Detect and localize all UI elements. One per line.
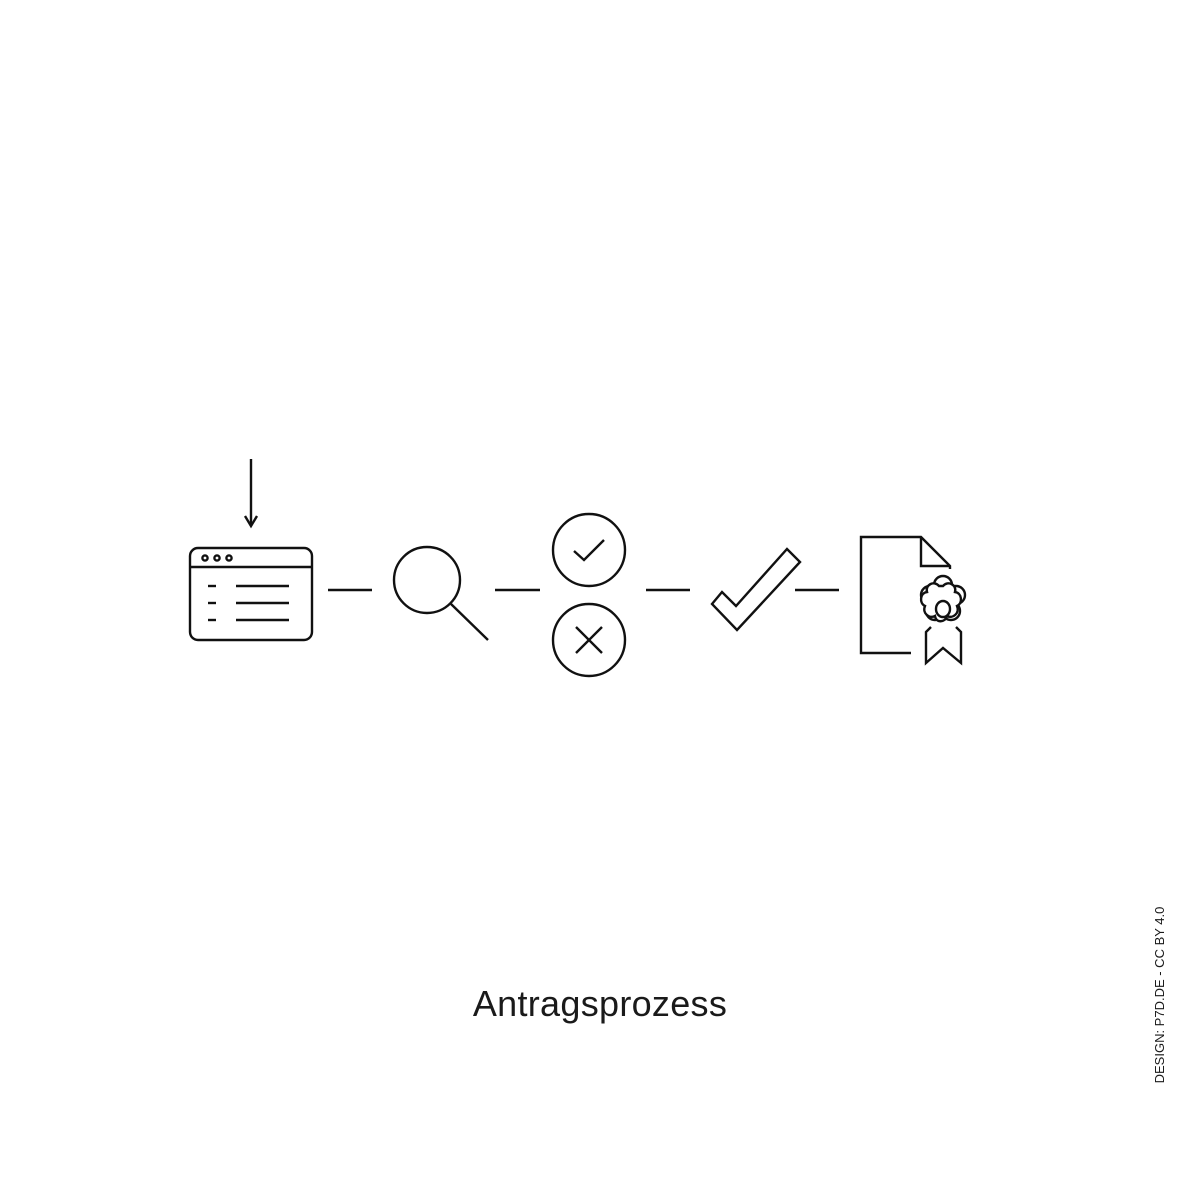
checkmark-icon — [710, 547, 802, 632]
approve-reject-icon — [551, 512, 627, 678]
design-credit: DESIGN: P7D.DE - CC BY 4.0 — [1152, 906, 1167, 1084]
magnifier-icon — [392, 545, 489, 641]
browser-form-icon — [188, 546, 314, 642]
diagram-title: Antragsprozess — [472, 983, 728, 1024]
rosette-outline — [919, 582, 963, 623]
incoming-arrow-icon — [243, 459, 259, 529]
